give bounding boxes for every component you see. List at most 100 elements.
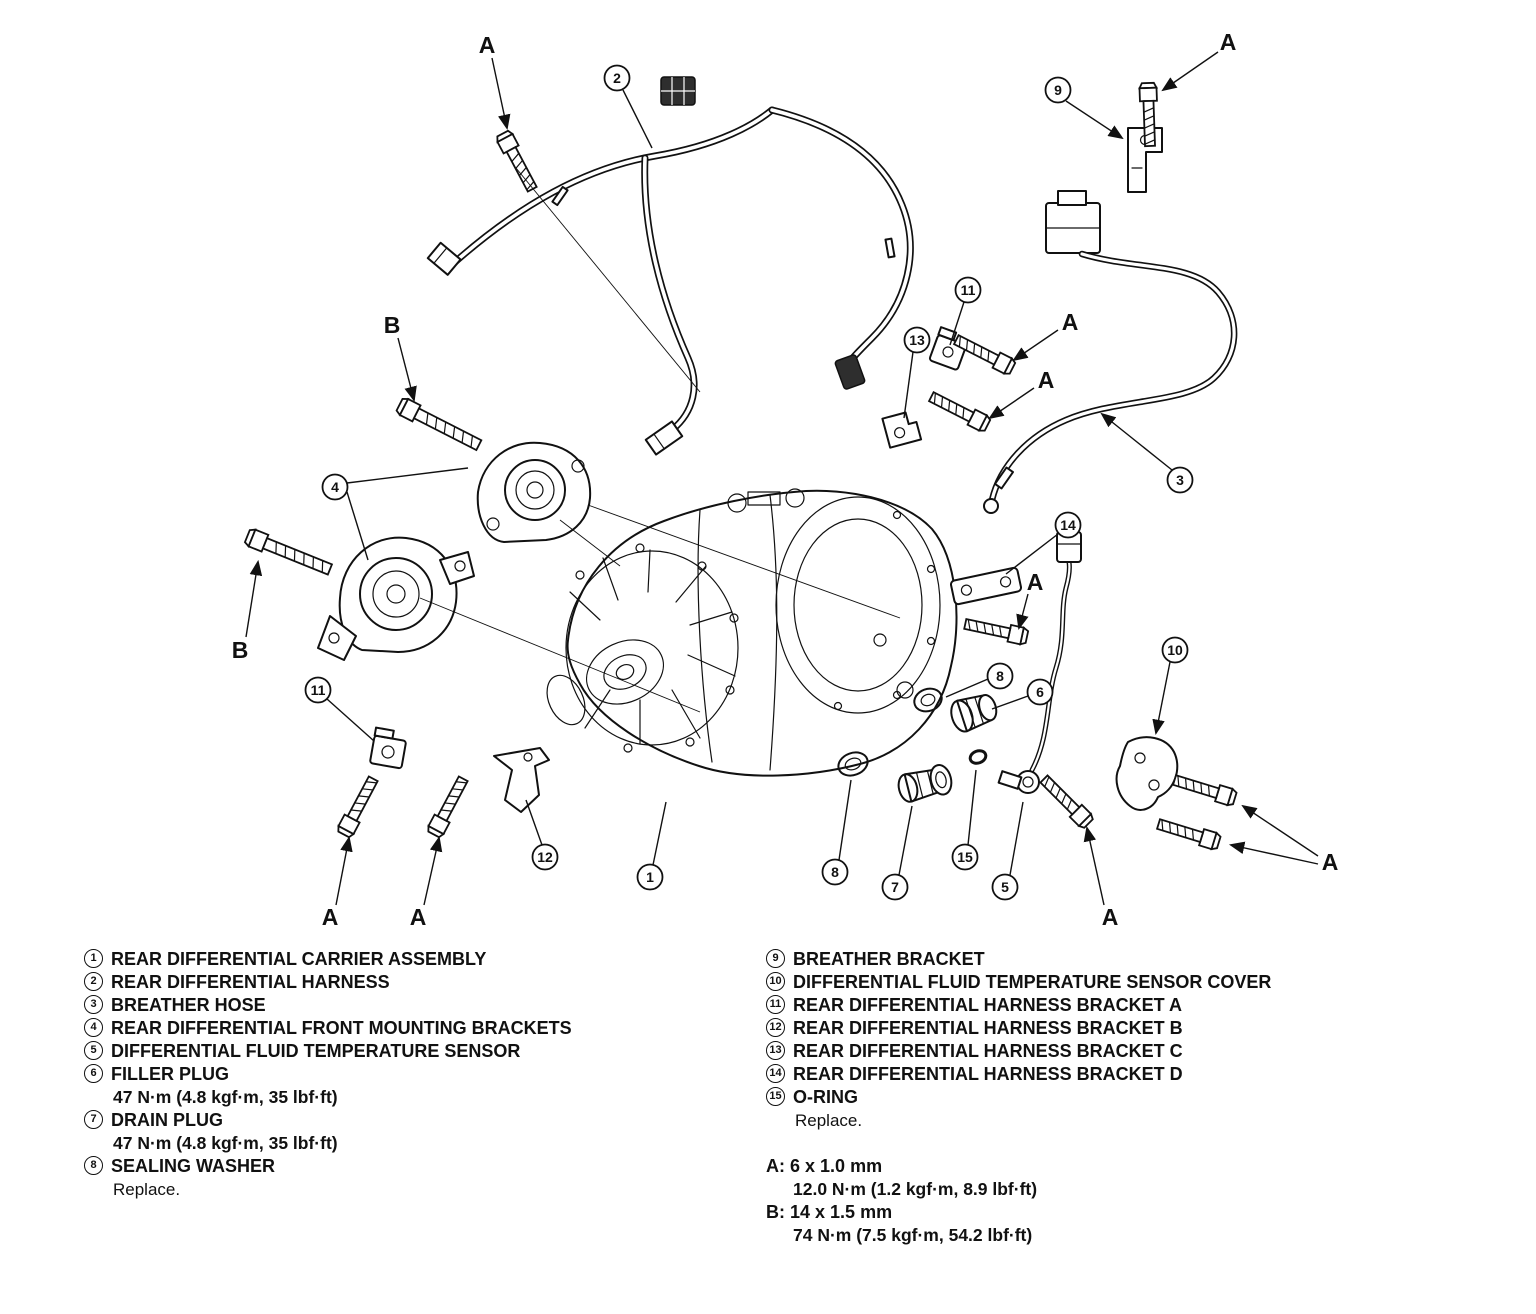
leader-line [945,678,989,698]
item-torque-spec: 47 N·m (4.8 kgf·m, 35 lbf·ft) [113,1087,338,1107]
bolt-a [425,773,472,840]
note-a: A: 6 x 1.0 mm [766,1155,1506,1178]
callout-circle [991,873,1019,901]
sealing-washer-upper [913,687,943,713]
bolt-a [335,773,382,840]
item-number-badge: 12 [766,1018,785,1037]
filler-plug [950,694,998,733]
note-a-torque: 12.0 N·m (1.2 kgf·m, 8.9 lbf·ft) [793,1179,1038,1199]
bolt-b [394,395,484,455]
hose-clamp [993,466,1015,490]
item-label: SEALING WASHER [111,1156,276,1176]
callout-label-8: 8 [831,864,839,880]
item-number-badge: 3 [84,995,103,1014]
callout-label-4: 4 [331,479,339,495]
callout-label-12: 12 [537,849,553,865]
note-b-torque: 74 N·m (7.5 kgf·m, 54.2 lbf·ft) [793,1225,1033,1245]
item-label: DIFFERENTIAL FLUID TEMPERATURE SENSOR [111,1041,521,1061]
leader-line [1228,841,1319,865]
bolt-a [494,128,541,195]
note-size: 14 x 1.5 mm [790,1202,893,1222]
callout-label-11: 11 [311,682,326,698]
leader-line [346,467,469,484]
harness-bracket-a-lower [369,726,407,770]
item-number-badge: 13 [766,1041,785,1060]
leader-line [1083,825,1105,906]
leader-line [903,351,914,419]
callout-circle [951,843,979,871]
callout-label-A: A [1027,569,1044,595]
bolt-a [1155,815,1223,852]
item-label: REAR DIFFERENTIAL CARRIER ASSEMBLY [111,949,487,969]
item-number-badge: 9 [766,949,785,968]
callout-label-A: A [1062,309,1079,335]
leader-line [988,387,1035,420]
item-number-badge: 15 [766,1087,785,1106]
item-label: REAR DIFFERENTIAL HARNESS BRACKET D [793,1064,1183,1084]
harness-connector [834,354,866,390]
callout-circle [954,276,982,304]
note-key: A: [766,1156,785,1176]
fastener-notes: A: 6 x 1.0 mm 12.0 N·m (1.2 kgf·m, 8.9 l… [766,1155,1506,1247]
front-mounting-bracket-lower [317,536,475,661]
callout-circle [986,662,1014,690]
breather-hose [983,190,1238,514]
leader-line [838,779,852,861]
callout-label-15: 15 [957,849,973,865]
callout-circle [1026,678,1054,706]
callout-label-B: B [232,637,249,663]
item-label: DIFFERENTIAL FLUID TEMPERATURE SENSOR CO… [793,972,1272,992]
leader-line [525,799,543,846]
bolt-a [926,388,993,434]
leader-line [1012,329,1059,362]
item-label: REAR DIFFERENTIAL HARNESS BRACKET C [793,1041,1183,1061]
callout-label-7: 7 [891,879,899,895]
bolt-a [1037,772,1096,831]
callout-circle [636,863,664,891]
leader-line [346,491,369,561]
callout-label-A: A [410,904,427,930]
leader-line [1161,51,1219,92]
leader-line [326,698,375,742]
harness-bracket-c [881,411,923,449]
note-size: 6 x 1.0 mm [790,1156,883,1176]
callout-circle [1166,466,1194,494]
leader-line [991,695,1029,710]
callout-label-A: A [1038,367,1055,393]
callout-label-A: A [1322,849,1339,875]
callout-circle [1161,636,1189,664]
leader-line [949,301,965,346]
leader-line [1241,804,1319,857]
legend-item-11: 11 REAR DIFFERENTIAL HARNESS BRACKET A [766,994,1506,1017]
item-label: REAR DIFFERENTIAL HARNESS BRACKET A [793,995,1183,1015]
front-mounting-bracket-upper [476,441,592,543]
differential-fluid-temperature-sensor [997,531,1082,794]
sealing-washer-lower [837,751,869,777]
callout-label-3: 3 [1176,472,1184,488]
callout-label-A: A [1102,904,1119,930]
harness-connector [426,241,462,276]
callout-label-13: 13 [909,332,925,348]
note-key: B: [766,1202,785,1222]
item-number-badge: 8 [84,1156,103,1175]
callout-label-1: 1 [646,869,654,885]
leader-line [898,805,913,876]
callout-circle [881,873,909,901]
legend-item-8: 8 SEALING WASHER [84,1155,734,1178]
leader-line [423,835,443,906]
leader-line [1005,533,1059,575]
item-number-badge: 11 [766,995,785,1014]
fluid-temperature-sensor-cover [1115,736,1179,811]
callout-label-A: A [322,904,339,930]
